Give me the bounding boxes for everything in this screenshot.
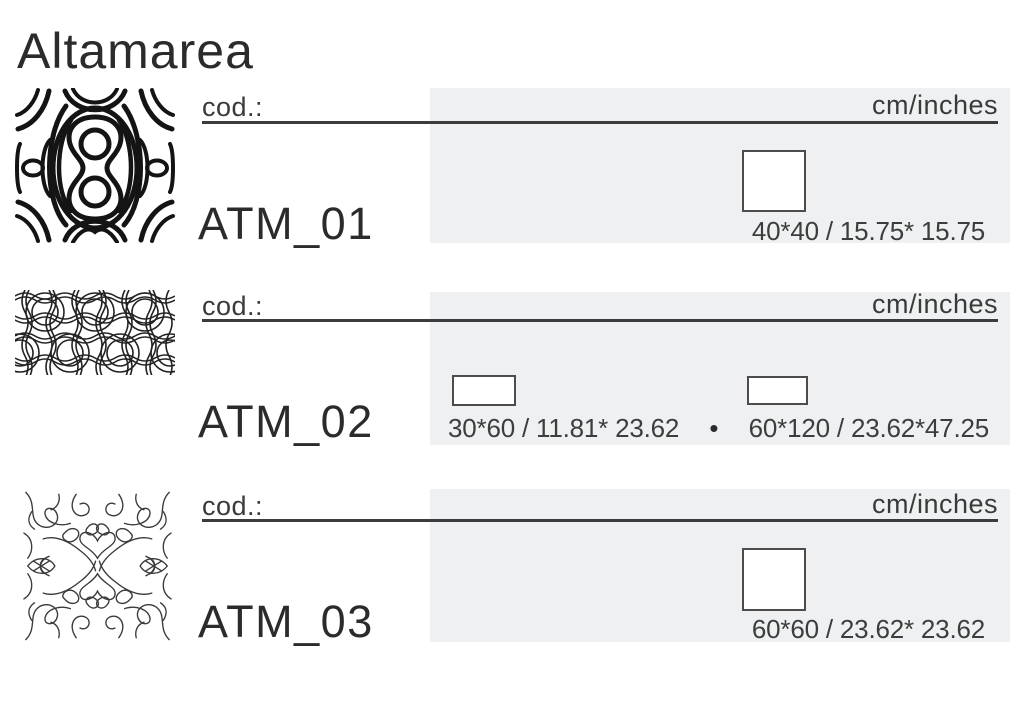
- page-title: Altamarea: [17, 23, 254, 79]
- code-underline: [202, 319, 998, 322]
- spec-panel: [430, 88, 1010, 243]
- code-underline: [202, 121, 998, 124]
- product-code: ATM_01: [198, 198, 374, 249]
- pattern-atm-03: [23, 491, 172, 641]
- units-label: cm/inches: [871, 289, 998, 319]
- tile-size-label: 60*120 / 23.62*47.25: [748, 413, 990, 443]
- product-code: ATM_02: [198, 396, 374, 447]
- wavy-net-pattern-icon: [15, 290, 175, 375]
- code-field-label: cod.:: [202, 92, 264, 122]
- swirl-flourish-pattern-icon: [20, 487, 175, 645]
- code-field-label: cod.:: [202, 491, 264, 521]
- pattern-atm-01: [15, 88, 175, 243]
- tile-size-icon-rect: [452, 375, 516, 406]
- spec-panel: [430, 489, 1010, 642]
- units-label: cm/inches: [871, 489, 998, 519]
- pattern-atm-02: [15, 290, 175, 375]
- moire-medallion-pattern-icon: [15, 88, 175, 243]
- units-label: cm/inches: [871, 90, 998, 120]
- code-field-label: cod.:: [202, 291, 264, 321]
- tile-size-label: 40*40 / 15.75* 15.75: [751, 216, 985, 246]
- tile-size-icon-square: [742, 548, 806, 611]
- spec-panel: [430, 292, 1010, 445]
- tile-size-icon-rect: [747, 376, 808, 405]
- tile-size-labels-row: 30*60 / 11.81* 23.62 • 60*120 / 23.62*47…: [448, 413, 989, 444]
- bullet-separator: •: [709, 413, 719, 443]
- code-underline: [202, 519, 998, 522]
- tile-size-label: 60*60 / 23.62* 23.62: [751, 614, 985, 644]
- tile-size-icon-square: [742, 150, 806, 212]
- tile-size-label: 30*60 / 11.81* 23.62: [448, 413, 680, 443]
- product-code: ATM_03: [198, 596, 374, 647]
